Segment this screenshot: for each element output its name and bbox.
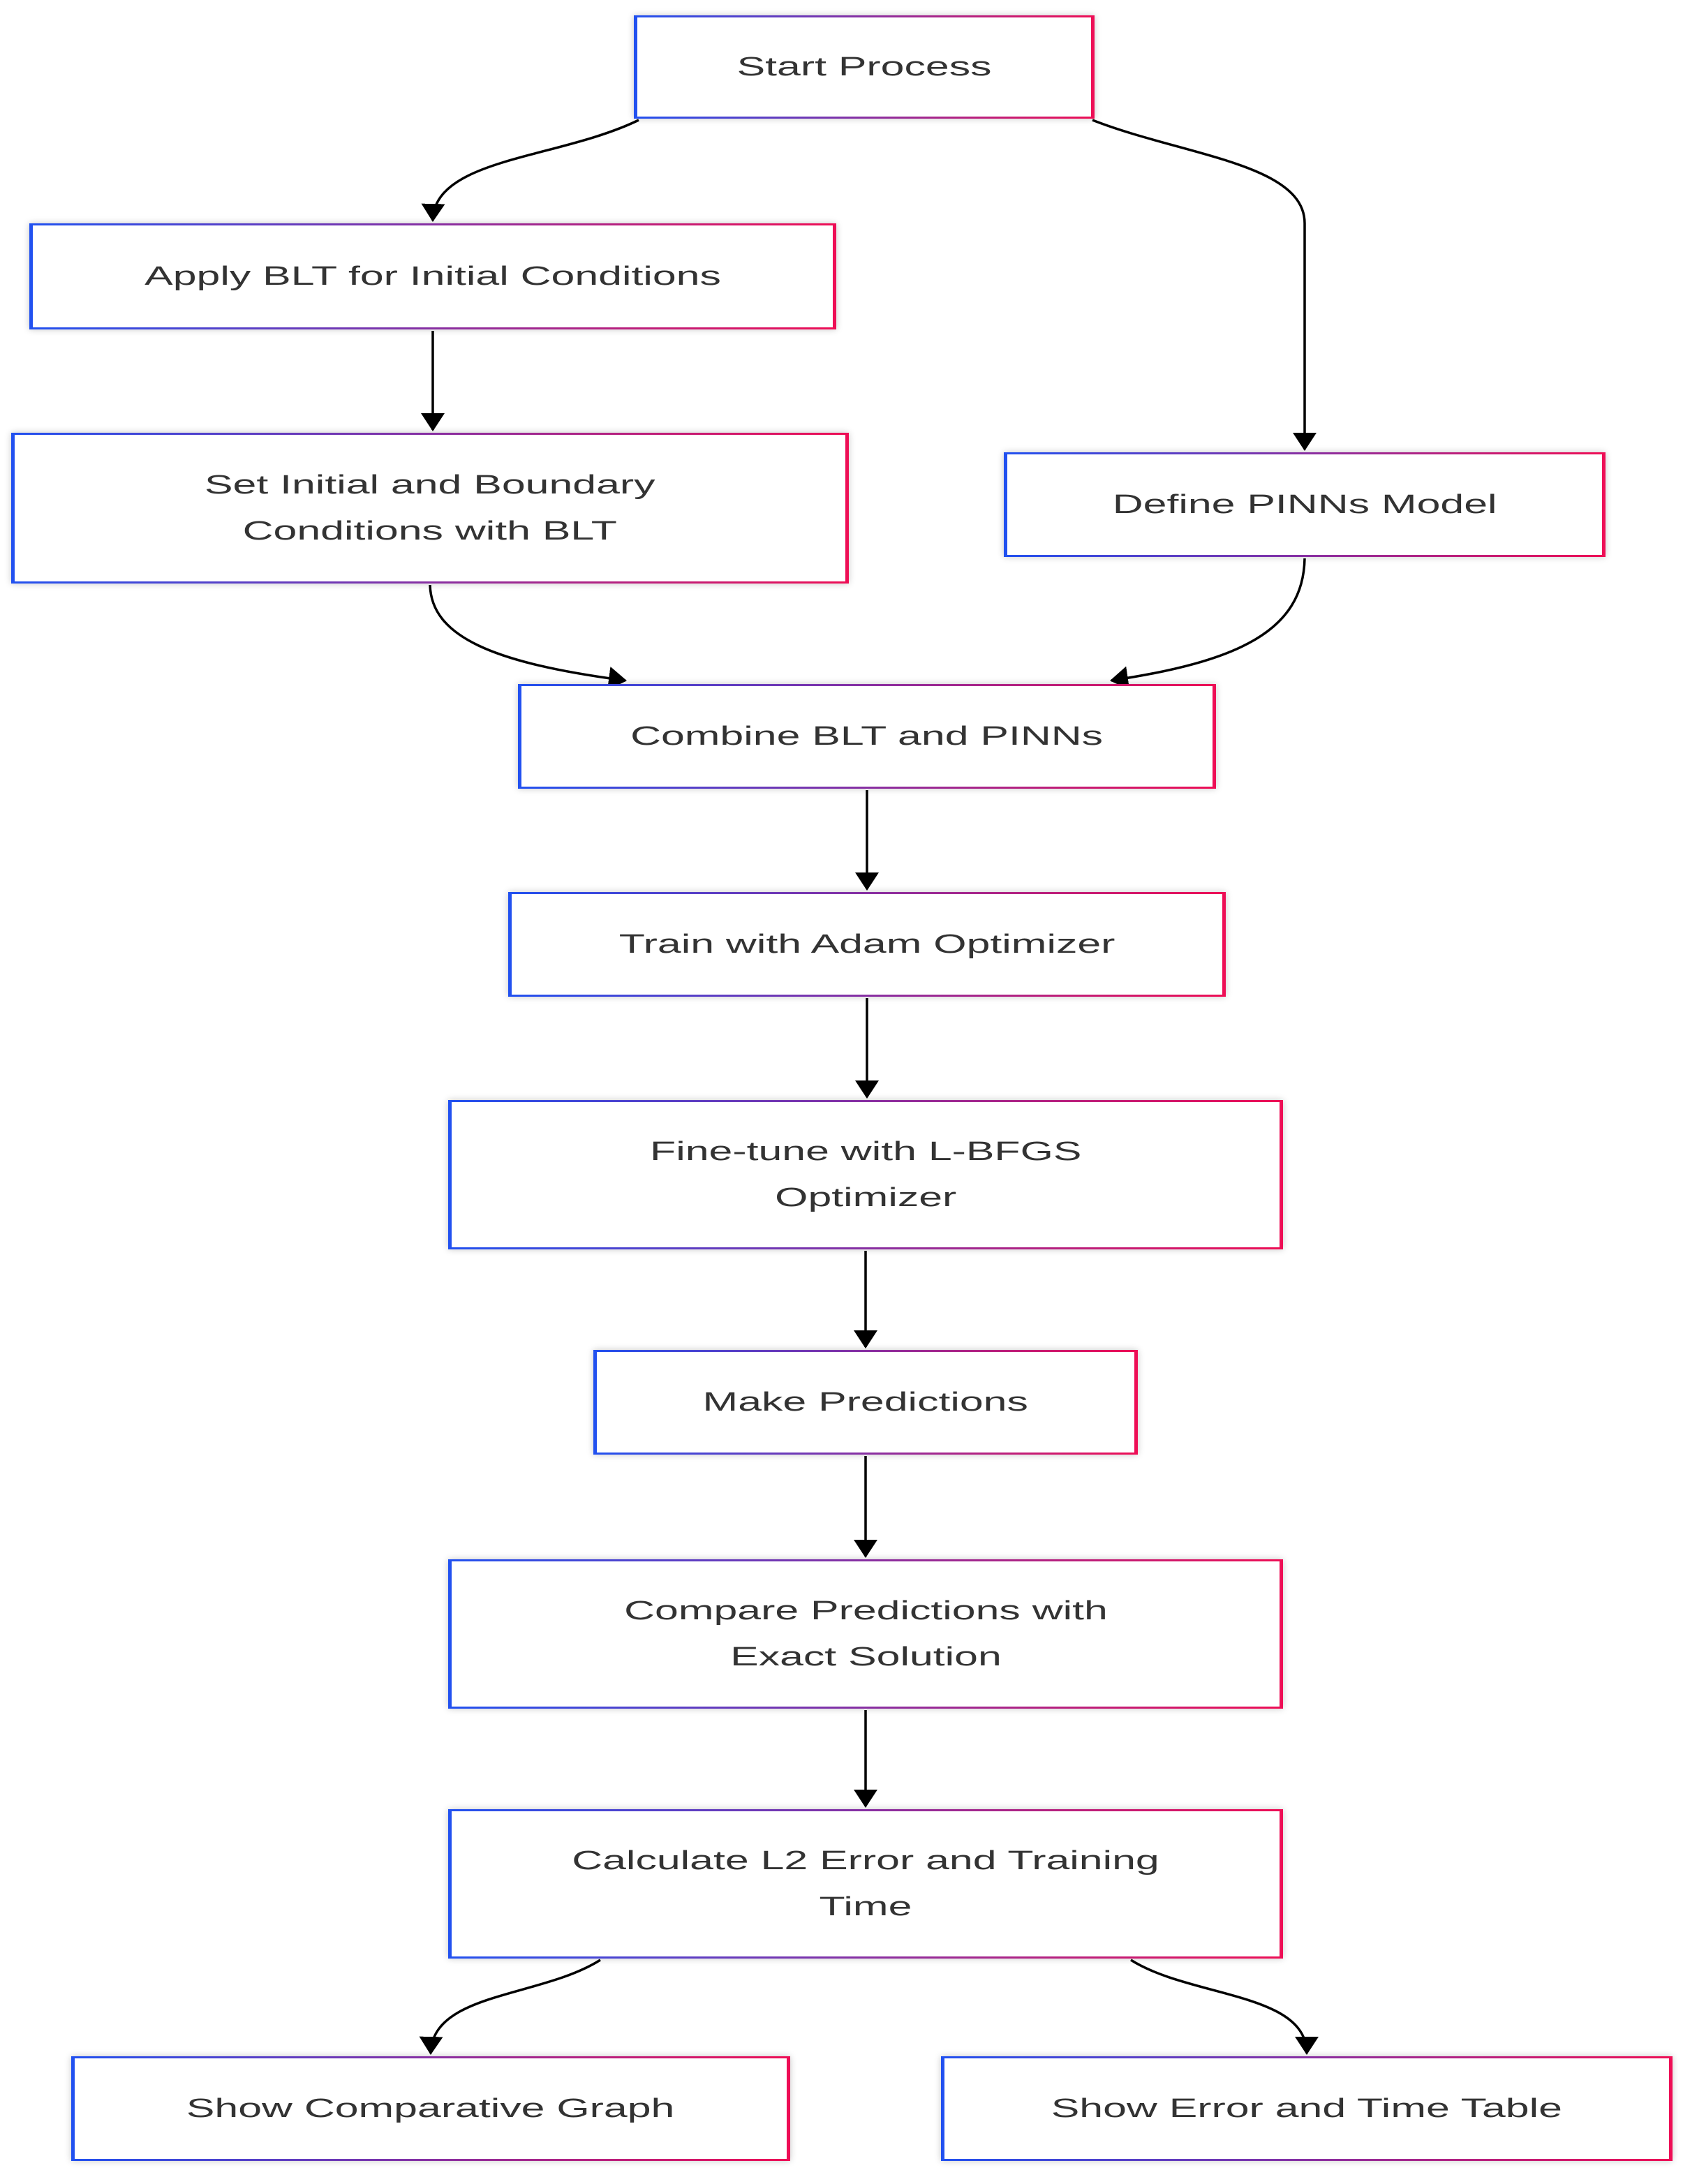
node-finetune-lbfgs-label: Fine-tune with L-BFGS Optimizer: [649, 1137, 1082, 1212]
node-apply-blt-label: Apply BLT for Initial Conditions: [144, 262, 721, 291]
node-compare-exact: Compare Predictions with Exact Solution: [448, 1559, 1283, 1709]
node-calculate-l2-label: Calculate L2 Error and Training Time: [572, 1846, 1159, 1922]
node-set-conditions-label: Set Initial and Boundary Conditions with…: [205, 470, 655, 546]
edge-calculate-to-show-graph: [419, 1959, 601, 2055]
edge-calculate-to-show-table: [1130, 1959, 1319, 2055]
node-start-process: Start Process: [634, 15, 1095, 119]
node-define-pinns: Define PINNs Model: [1004, 452, 1606, 557]
node-define-pinns-label: Define PINNs Model: [1112, 490, 1497, 519]
node-show-table-label: Show Error and Time Table: [1051, 2094, 1563, 2123]
node-train-adam: Train with Adam Optimizer: [508, 892, 1226, 997]
node-train-adam-label: Train with Adam Optimizer: [618, 930, 1115, 959]
node-show-graph-label: Show Comparative Graph: [186, 2094, 675, 2123]
node-start-process-label: Start Process: [736, 52, 992, 82]
node-show-table: Show Error and Time Table: [941, 2056, 1673, 2161]
node-make-predictions-label: Make Predictions: [702, 1388, 1029, 1417]
node-combine-blt-pinns: Combine BLT and PINNs: [518, 684, 1216, 789]
node-apply-blt: Apply BLT for Initial Conditions: [29, 223, 836, 329]
node-combine-blt-pinns-label: Combine BLT and PINNs: [630, 722, 1104, 751]
node-finetune-lbfgs: Fine-tune with L-BFGS Optimizer: [448, 1100, 1283, 1249]
edge-start-to-apply-blt: [421, 119, 639, 222]
node-make-predictions: Make Predictions: [593, 1350, 1138, 1455]
edge-define-pinns-to-combine: [1110, 558, 1306, 690]
node-compare-exact-label: Compare Predictions with Exact Solution: [623, 1596, 1108, 1672]
edge-start-to-define-pinns: [1092, 119, 1317, 451]
node-calculate-l2: Calculate L2 Error and Training Time: [448, 1809, 1283, 1959]
edge-set-conditions-to-combine: [429, 584, 627, 690]
node-show-graph: Show Comparative Graph: [71, 2056, 790, 2161]
node-set-conditions: Set Initial and Boundary Conditions with…: [11, 433, 849, 584]
